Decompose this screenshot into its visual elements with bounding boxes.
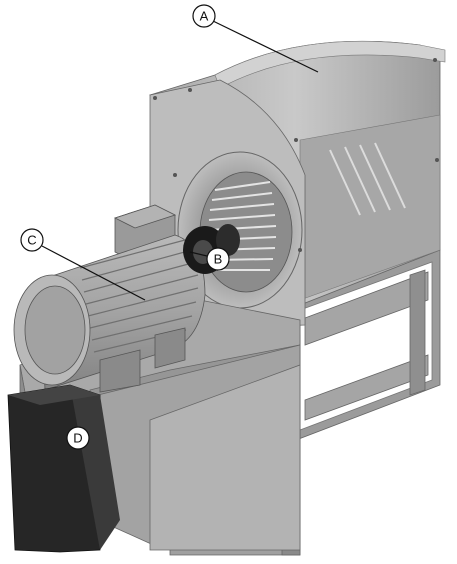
electric-motor — [13, 204, 206, 393]
callout-d: D — [66, 426, 90, 450]
callout-a: A — [192, 4, 319, 73]
callout-c: C — [20, 228, 146, 301]
callout-c-label: C — [27, 233, 36, 248]
motor-base — [19, 299, 301, 551]
fan-housing — [149, 40, 446, 331]
callout-b-marker — [206, 247, 230, 271]
callout-a-leader — [212, 20, 319, 73]
callout-b-leader — [189, 251, 208, 257]
callout-a-marker — [192, 4, 216, 28]
callout-c-leader — [41, 245, 146, 301]
callout-d-label: D — [73, 431, 82, 446]
callout-a-label: A — [200, 9, 209, 24]
callout-d-marker — [66, 426, 90, 450]
callout-b-label: B — [214, 252, 223, 267]
callout-b: B — [189, 247, 230, 271]
callout-c-marker — [20, 228, 44, 252]
